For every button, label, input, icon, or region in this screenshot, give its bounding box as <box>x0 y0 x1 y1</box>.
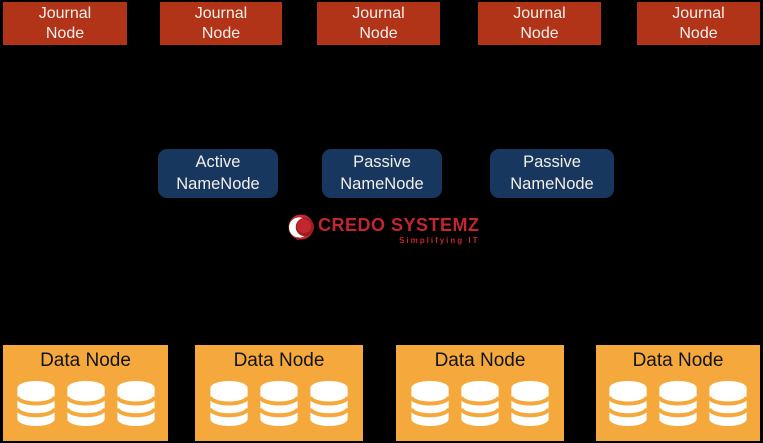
database-icon <box>15 380 56 426</box>
journal-node-label: Journal Node <box>38 4 92 42</box>
journal-node-label: Journal Node <box>194 4 248 42</box>
journal-node-box: Journal Node <box>317 2 440 45</box>
database-icons-row <box>209 380 349 427</box>
active-namenode-label: Active NameNode <box>176 153 260 193</box>
data-node-label: Data Node <box>40 350 131 371</box>
journal-node-label: Journal Node <box>352 4 405 42</box>
data-node-label: Data Node <box>632 350 724 371</box>
database-icon <box>410 380 450 426</box>
database-icon <box>658 380 698 426</box>
database-icon <box>510 380 550 426</box>
active-namenode-box: Active NameNode <box>158 149 278 198</box>
data-node-box: Data Node <box>195 345 363 441</box>
database-icon <box>309 380 349 426</box>
database-icon <box>608 380 648 426</box>
database-icon <box>209 380 249 426</box>
journal-node-box: Journal Node <box>160 2 282 45</box>
credo-systemz-logo: CREDO SYSTEMZ Simplifying IT <box>288 212 480 245</box>
journal-node-box: Journal Node <box>478 2 601 45</box>
database-icon <box>460 380 500 426</box>
data-node-box: Data Node <box>396 345 564 441</box>
database-icon <box>708 380 748 426</box>
data-node-label: Data Node <box>434 350 526 371</box>
journal-node-label: Journal Node <box>672 4 725 42</box>
data-node-box: Data Node <box>3 345 168 441</box>
database-icon <box>259 380 299 426</box>
passive-namenode-box: Passive NameNode <box>490 149 614 198</box>
data-node-label: Data Node <box>233 350 325 371</box>
passive-namenode-label: Passive NameNode <box>340 153 424 193</box>
credo-logo-icon <box>288 214 315 241</box>
passive-namenode-box: Passive NameNode <box>322 149 442 198</box>
database-icons-row <box>15 380 156 427</box>
logo-tagline: Simplifying IT <box>399 236 480 245</box>
journal-node-box: Journal Node <box>3 2 127 45</box>
database-icons-row <box>410 380 550 427</box>
journal-node-box: Journal Node <box>637 2 760 45</box>
passive-namenode-label: Passive NameNode <box>510 153 594 193</box>
logo-text-block: CREDO SYSTEMZ Simplifying IT <box>318 216 480 245</box>
data-node-box: Data Node <box>596 345 760 441</box>
logo-brand-text: CREDO SYSTEMZ <box>318 215 480 235</box>
database-icon <box>115 380 156 426</box>
database-icon <box>65 380 106 426</box>
journal-node-label: Journal Node <box>513 4 566 42</box>
database-icons-row <box>608 380 748 427</box>
